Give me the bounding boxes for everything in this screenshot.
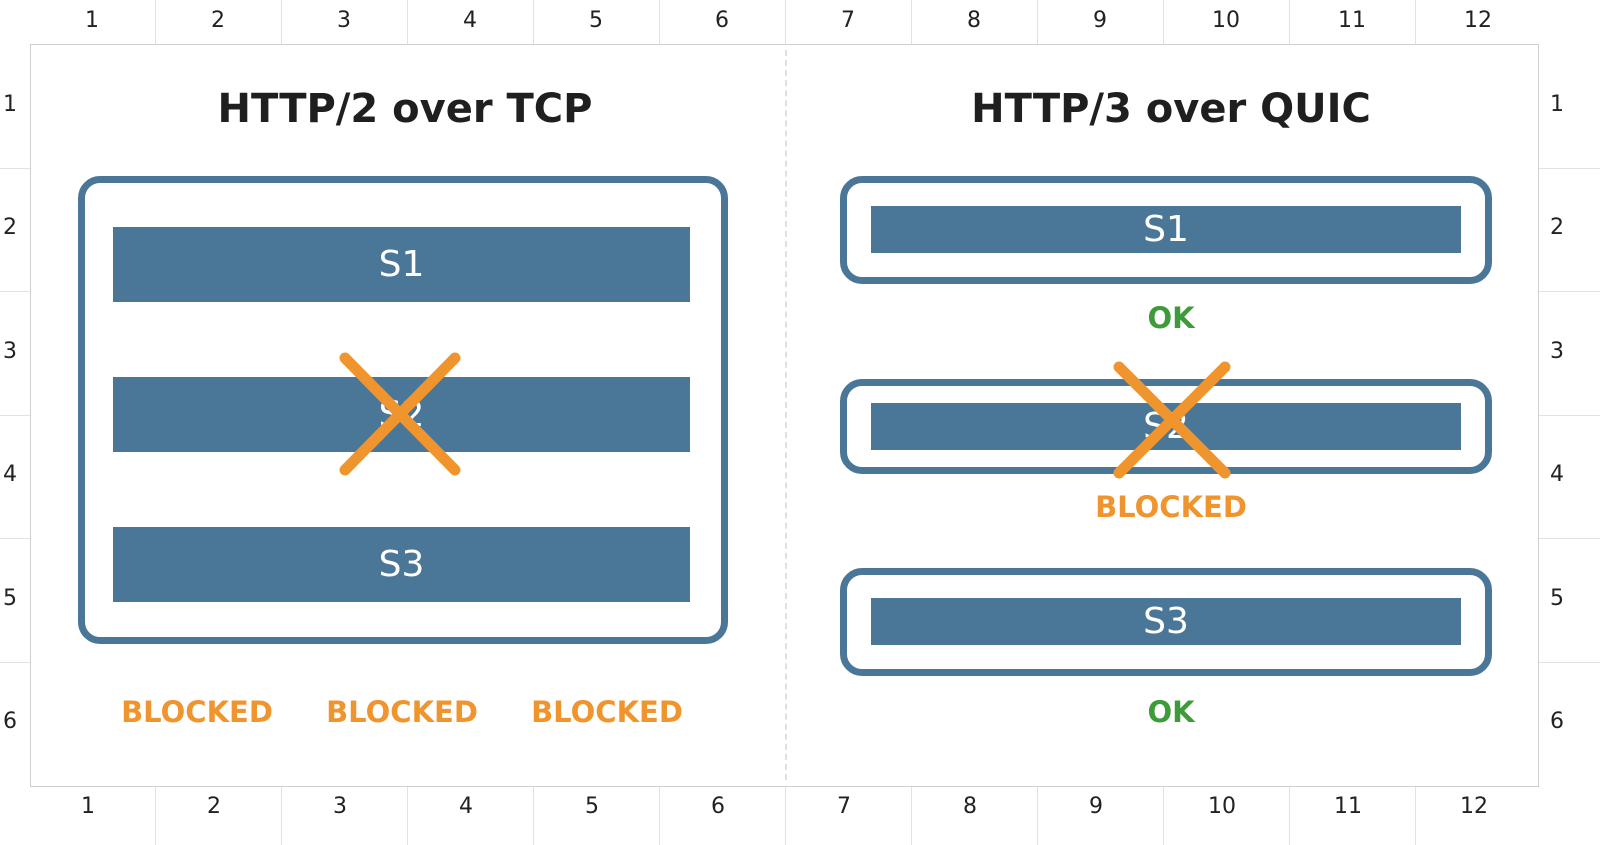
stream-label: S1 [1143, 209, 1189, 250]
column-label: 2 [211, 8, 225, 33]
column-label: 9 [1089, 794, 1103, 819]
cross-icon [1113, 361, 1231, 479]
cross-icon [339, 352, 461, 476]
stream-label: S3 [1143, 601, 1189, 642]
column-label: 12 [1460, 794, 1488, 819]
quic-stream-box-s3 [840, 568, 1492, 676]
column-label: 1 [81, 794, 95, 819]
column-label: 6 [711, 794, 725, 819]
right-stream-s3: S3 [871, 598, 1461, 645]
row-label: 6 [1550, 709, 1564, 735]
column-label: 2 [207, 794, 221, 819]
left-stream-s1: S1 [113, 227, 690, 302]
quic-stream-box-s1 [840, 176, 1492, 284]
row-label: 2 [1550, 215, 1564, 241]
row-label: 3 [1550, 338, 1564, 364]
column-label: 5 [585, 794, 599, 819]
row-label: 4 [3, 462, 17, 488]
status-blocked: BLOCKED [326, 695, 478, 729]
column-label: 11 [1338, 8, 1366, 33]
left-panel-title: HTTP/2 over TCP [217, 86, 593, 132]
column-label: 11 [1334, 794, 1362, 819]
column-label: 7 [837, 794, 851, 819]
column-label: 3 [333, 794, 347, 819]
row-label: 4 [1550, 462, 1564, 488]
row-label: 2 [3, 215, 17, 241]
status-blocked: BLOCKED [1095, 490, 1247, 524]
row-label: 1 [1550, 91, 1564, 117]
column-label: 4 [463, 8, 477, 33]
column-label: 10 [1208, 794, 1236, 819]
row-label: 6 [3, 709, 17, 735]
center-divider [785, 50, 787, 780]
right-stream-s1: S1 [871, 206, 1461, 253]
status-ok: OK [1147, 695, 1195, 729]
stream-label: S3 [378, 544, 425, 585]
column-label: 5 [589, 8, 603, 33]
column-label: 10 [1212, 8, 1240, 33]
column-label: 8 [963, 794, 977, 819]
row-label: 3 [3, 338, 17, 364]
column-label: 1 [85, 8, 99, 33]
status-blocked: BLOCKED [531, 695, 683, 729]
status-blocked: BLOCKED [121, 695, 273, 729]
status-ok: OK [1147, 301, 1195, 335]
row-label: 5 [3, 585, 17, 611]
quic-stream-box-s2 [840, 379, 1492, 474]
column-label: 6 [715, 8, 729, 33]
column-label: 7 [841, 8, 855, 33]
right-panel-title: HTTP/3 over QUIC [971, 86, 1371, 132]
column-label: 3 [337, 8, 351, 33]
column-label: 4 [459, 794, 473, 819]
stream-label: S1 [378, 244, 425, 285]
row-label: 5 [1550, 585, 1564, 611]
column-label: 12 [1464, 8, 1492, 33]
row-label: 1 [3, 91, 17, 117]
left-stream-s3: S3 [113, 527, 690, 602]
column-label: 8 [967, 8, 981, 33]
tcp-connection-box [78, 176, 728, 644]
column-label: 9 [1093, 8, 1107, 33]
